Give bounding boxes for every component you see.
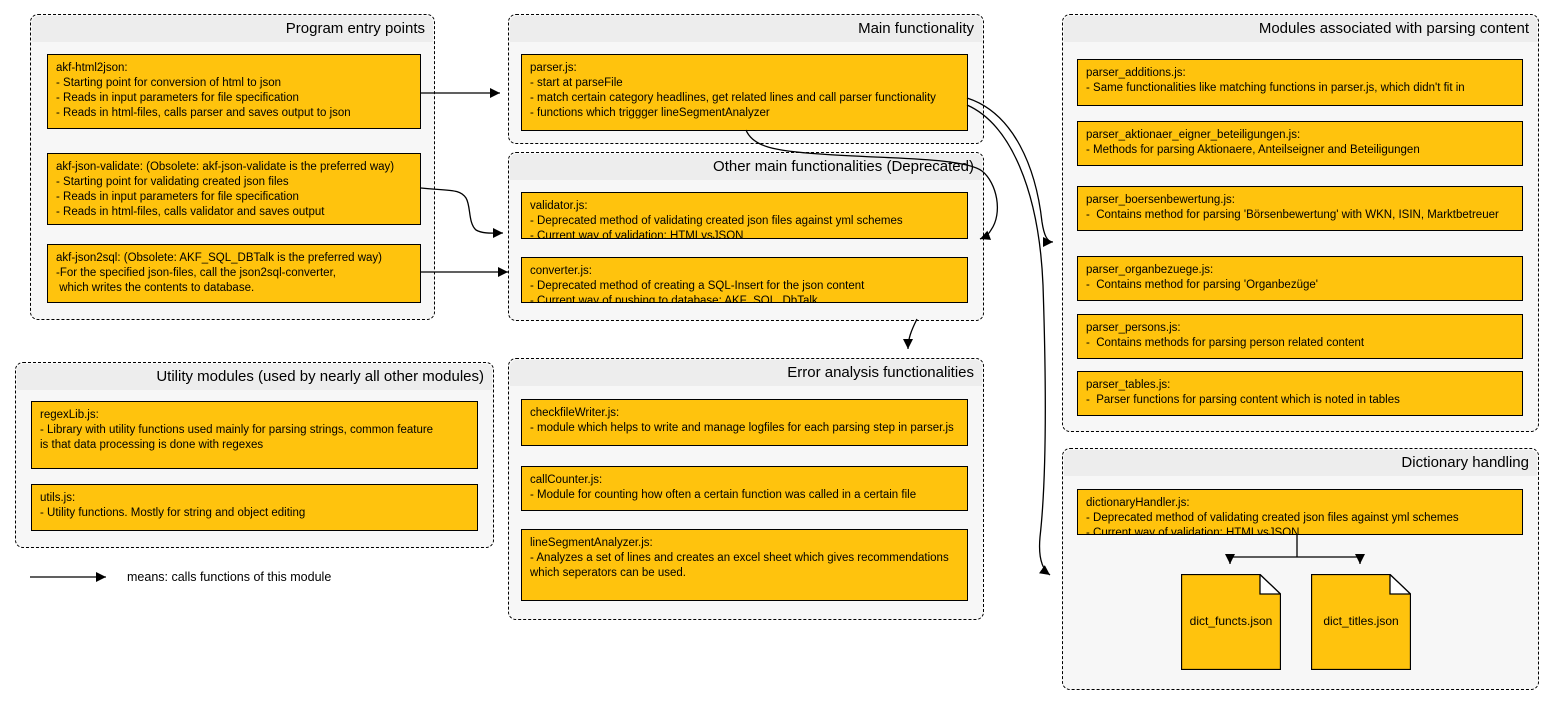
node-line: - match certain category headlines, get … bbox=[530, 92, 936, 104]
document-icon bbox=[1181, 574, 1281, 670]
node-title: akf-json2sql: (Obsolete: AKF_SQL_DBTalk … bbox=[56, 252, 382, 264]
node-line: - Reads in input parameters for file spe… bbox=[56, 92, 299, 104]
document-icon bbox=[1311, 574, 1411, 670]
node-validator-js[interactable]: validator.js: - Deprecated method of val… bbox=[521, 192, 968, 239]
node-line: - Starting point for validating created … bbox=[56, 176, 289, 188]
group-program-entry-points: Program entry points akf-html2json: - St… bbox=[30, 14, 435, 320]
node-line: - Current way of validation: HTMLvsJSON bbox=[1086, 527, 1300, 535]
node-regexlib-js[interactable]: regexLib.js: - Library with utility func… bbox=[31, 401, 478, 469]
node-title: akf-html2json: bbox=[56, 62, 128, 74]
node-title: lineSegmentAnalyzer.js: bbox=[530, 537, 653, 549]
node-line: - Methods for parsing Aktionaere, Anteil… bbox=[1086, 144, 1420, 156]
node-line: -For the specified json-files, call the … bbox=[56, 267, 336, 279]
node-line: - Parser functions for parsing content w… bbox=[1086, 394, 1400, 406]
node-line: - module which helps to write and manage… bbox=[530, 422, 954, 434]
node-line: - Current way of validation: HTMLvsJSON bbox=[530, 230, 744, 239]
node-line: - Contains method for parsing 'Börsenbew… bbox=[1086, 209, 1499, 221]
node-parser-organbezuege-js[interactable]: parser_organbezuege.js: - Contains metho… bbox=[1077, 256, 1523, 301]
node-utils-js[interactable]: utils.js: - Utility functions. Mostly fo… bbox=[31, 484, 478, 531]
group-title: Error analysis functionalities bbox=[510, 360, 982, 386]
node-parser-persons-js[interactable]: parser_persons.js: - Contains methods fo… bbox=[1077, 314, 1523, 359]
node-line: which seperators can be used. bbox=[530, 567, 686, 579]
node-title: parser.js: bbox=[530, 62, 577, 74]
node-line: which writes the contents to database. bbox=[56, 282, 255, 294]
node-title: callCounter.js: bbox=[530, 474, 603, 486]
node-title: converter.js: bbox=[530, 265, 592, 277]
node-line: - Contains method for parsing 'Organbezü… bbox=[1086, 279, 1318, 291]
node-title: parser_additions.js: bbox=[1086, 67, 1186, 79]
node-akf-html2json[interactable]: akf-html2json: - Starting point for conv… bbox=[47, 54, 421, 129]
node-line: - Current way of pushing to database: AK… bbox=[530, 295, 818, 303]
node-line: - Reads in html-files, calls validator a… bbox=[56, 206, 325, 218]
node-line: - Starting point for conversion of html … bbox=[56, 77, 281, 89]
group-dictionary-handling: Dictionary handling dictionaryHandler.js… bbox=[1062, 448, 1539, 690]
edge-other-to-error-analysis bbox=[903, 318, 918, 350]
node-title: parser_boersenbewertung.js: bbox=[1086, 194, 1235, 206]
node-line: - Reads in input parameters for file spe… bbox=[56, 191, 299, 203]
group-title: Other main functionalities (Deprecated) bbox=[510, 154, 982, 180]
group-utility-modules: Utility modules (used by nearly all othe… bbox=[15, 362, 494, 548]
node-parser-aktionaer-eigner-beteiligungen-js[interactable]: parser_aktionaer_eigner_beteiligungen.js… bbox=[1077, 121, 1523, 166]
node-callcounter-js[interactable]: callCounter.js: - Module for counting ho… bbox=[521, 466, 968, 511]
node-dictionaryhandler-js[interactable]: dictionaryHandler.js: - Deprecated metho… bbox=[1077, 489, 1523, 535]
node-line: is that data processing is done with reg… bbox=[40, 439, 264, 451]
group-title: Modules associated with parsing content bbox=[1064, 16, 1537, 42]
file-label: dict_titles.json bbox=[1323, 614, 1399, 628]
node-akf-json-validate[interactable]: akf-json-validate: (Obsolete: akf-json-v… bbox=[47, 153, 421, 225]
node-title: parser_tables.js: bbox=[1086, 379, 1171, 391]
node-line: - Same functionalities like matching fun… bbox=[1086, 82, 1465, 94]
node-line: - Analyzes a set of lines and creates an… bbox=[530, 552, 949, 564]
group-parsing-modules: Modules associated with parsing content … bbox=[1062, 14, 1539, 432]
node-line: - functions which triggger lineSegmentAn… bbox=[530, 107, 770, 119]
legend-label: means: calls functions of this module bbox=[127, 570, 332, 584]
node-parser-js[interactable]: parser.js: - start at parseFile - match … bbox=[521, 54, 968, 131]
group-title: Main functionality bbox=[510, 16, 982, 42]
node-parser-boersenbewertung-js[interactable]: parser_boersenbewertung.js: - Contains m… bbox=[1077, 186, 1523, 231]
group-title: Program entry points bbox=[32, 16, 433, 42]
group-title: Dictionary handling bbox=[1064, 450, 1537, 476]
node-title: validator.js: bbox=[530, 200, 588, 212]
node-line: - Deprecated method of creating a SQL-In… bbox=[530, 280, 865, 292]
node-title: checkfileWriter.js: bbox=[530, 407, 620, 419]
node-line: - Contains methods for parsing person re… bbox=[1086, 337, 1365, 349]
node-dict-functs-json[interactable]: dict_functs.json bbox=[1181, 574, 1281, 670]
node-title: akf-json-validate: (Obsolete: akf-json-v… bbox=[56, 161, 395, 173]
group-title: Utility modules (used by nearly all othe… bbox=[17, 364, 492, 390]
node-line: - Library with utility functions used ma… bbox=[40, 424, 434, 436]
node-checkfilewriter-js[interactable]: checkfileWriter.js: - module which helps… bbox=[521, 399, 968, 446]
group-main-functionality: Main functionality parser.js: - start at… bbox=[508, 14, 984, 144]
node-line: - Module for counting how often a certai… bbox=[530, 489, 917, 501]
file-label: dict_functs.json bbox=[1189, 614, 1273, 628]
node-title: regexLib.js: bbox=[40, 409, 99, 421]
node-dict-titles-json[interactable]: dict_titles.json bbox=[1311, 574, 1411, 670]
group-error-analysis: Error analysis functionalities checkfile… bbox=[508, 358, 984, 620]
node-line: - Deprecated method of validating create… bbox=[530, 215, 903, 227]
node-title: utils.js: bbox=[40, 492, 76, 504]
node-title: parser_aktionaer_eigner_beteiligungen.js… bbox=[1086, 129, 1301, 141]
node-title: parser_persons.js: bbox=[1086, 322, 1181, 334]
node-line: - Deprecated method of validating create… bbox=[1086, 512, 1459, 524]
group-other-main-functionalities: Other main functionalities (Deprecated) … bbox=[508, 152, 984, 321]
node-line: - Utility functions. Mostly for string a… bbox=[40, 507, 306, 519]
node-linesegmentanalyzer-js[interactable]: lineSegmentAnalyzer.js: - Analyzes a set… bbox=[521, 529, 968, 601]
node-akf-json2sql[interactable]: akf-json2sql: (Obsolete: AKF_SQL_DBTalk … bbox=[47, 244, 421, 303]
node-line: - start at parseFile bbox=[530, 77, 623, 89]
node-parser-additions-js[interactable]: parser_additions.js: - Same functionalit… bbox=[1077, 59, 1523, 106]
node-title: parser_organbezuege.js: bbox=[1086, 264, 1214, 276]
node-parser-tables-js[interactable]: parser_tables.js: - Parser functions for… bbox=[1077, 371, 1523, 416]
node-title: dictionaryHandler.js: bbox=[1086, 497, 1190, 509]
node-line: - Reads in html-files, calls parser and … bbox=[56, 107, 351, 119]
node-converter-js[interactable]: converter.js: - Deprecated method of cre… bbox=[521, 257, 968, 303]
